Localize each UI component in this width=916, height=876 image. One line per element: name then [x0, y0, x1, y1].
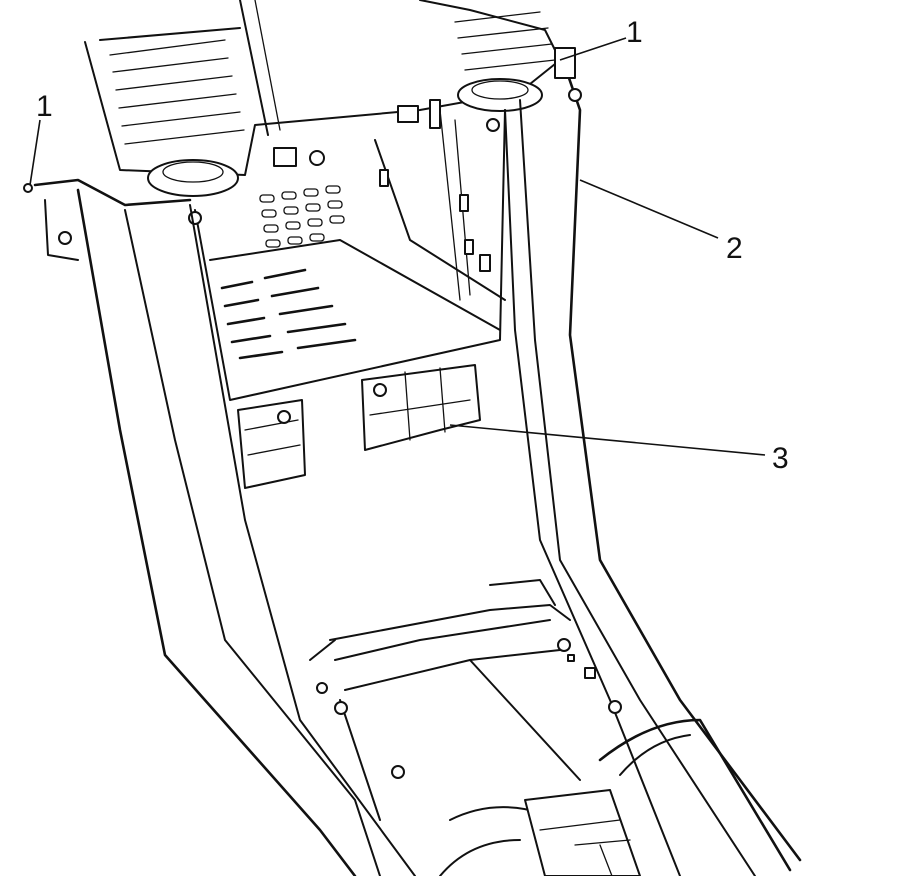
radio-cavity [188, 109, 506, 401]
callout-1-right: 1 [626, 16, 643, 49]
floor-slots [220, 268, 357, 360]
callout-1-left: 1 [36, 90, 53, 123]
latch-clips [237, 364, 481, 489]
console-trim-panels [23, 47, 802, 876]
callout-3: 3 [772, 442, 789, 475]
cavity-slots [259, 185, 345, 248]
dashboard-vents [84, 0, 561, 197]
callout-2: 2 [726, 232, 743, 265]
lower-console-tray [309, 579, 792, 876]
leader-lines [29, 37, 766, 456]
